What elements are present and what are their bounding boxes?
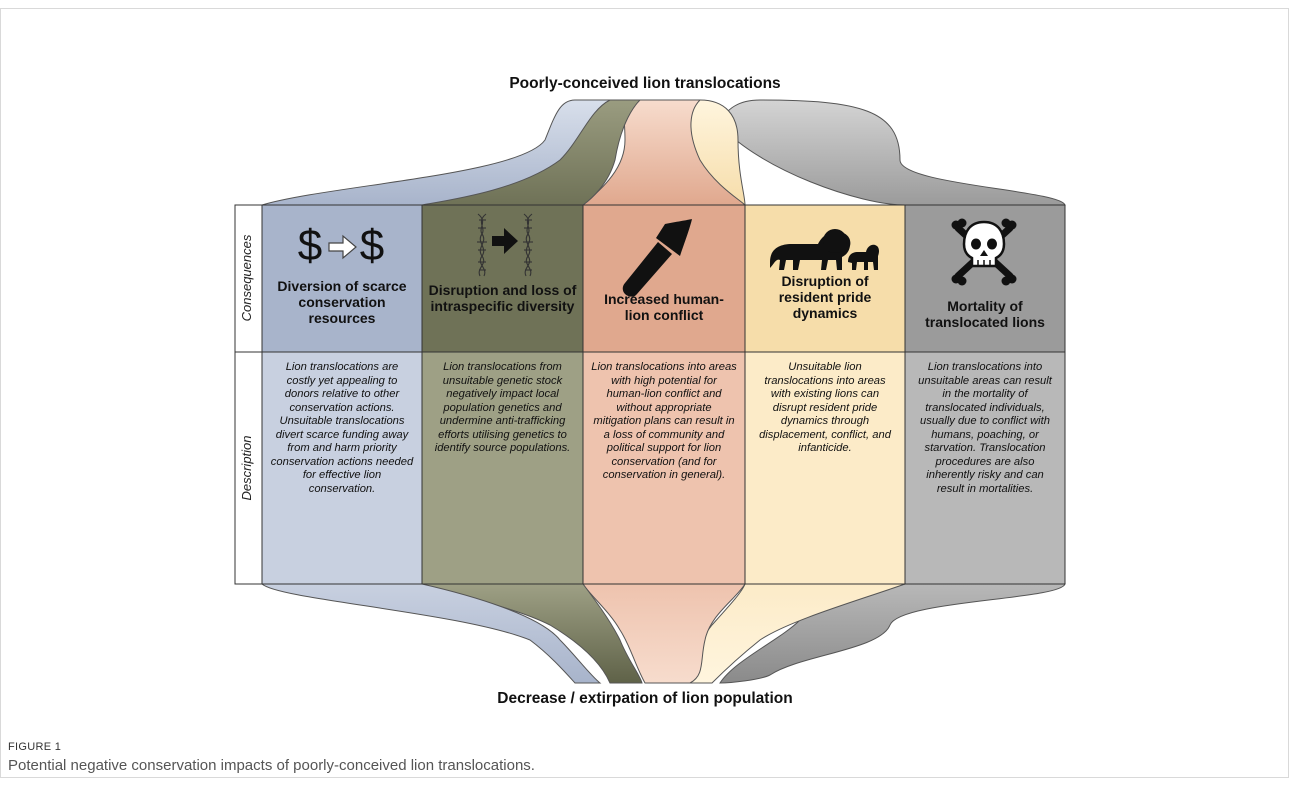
column-description: Lion translocations from unsuitable gene… xyxy=(434,361,571,454)
dna-arrow-icon xyxy=(477,213,533,277)
dna-arrow-shape xyxy=(492,228,518,254)
column-mortality: Mortality of translocated lions Lion tra… xyxy=(905,0,1065,584)
spear-icon xyxy=(622,219,692,297)
col-pride-header xyxy=(744,204,906,353)
column-diversity: Disruption and loss of intraspecific div… xyxy=(422,0,583,584)
svg-text:$: $ xyxy=(360,221,384,270)
svg-text:$: $ xyxy=(298,221,322,270)
column-description: Unsuitable lion translocations into area… xyxy=(759,361,891,454)
column-description: Lion translocations into areas with high… xyxy=(591,361,737,481)
column-pride: Disruption of resident pride dynamics Un… xyxy=(745,0,905,584)
column-resources: Diversion of scarce conservation resourc… xyxy=(262,0,422,584)
bottom-funnel-salmon xyxy=(582,583,746,684)
bottom-funnel-yellow xyxy=(684,583,906,684)
row-label-boxes xyxy=(234,204,263,585)
bottom-funnel xyxy=(260,583,1066,684)
column-heading: Increased human-lion conflict xyxy=(604,291,724,323)
skull-crossbones-icon xyxy=(951,218,1017,286)
row-label-description: Description xyxy=(239,435,254,501)
figure-label: FIGURE 1 xyxy=(8,741,62,753)
diagram-top-title: Poorly-conceived lion translocations xyxy=(509,75,781,92)
col-pride-body xyxy=(744,351,906,585)
column-heading: Diversion of scarce conservation resourc… xyxy=(277,278,407,326)
column-conflict: Increased human-lion conflict Lion trans… xyxy=(583,0,745,584)
column-heading: Mortality of translocated lions xyxy=(925,298,1045,330)
diagram-bottom-title: Decrease / extirpation of lion populatio… xyxy=(497,690,793,707)
row-label-box-consequences xyxy=(234,204,263,353)
column-panels xyxy=(261,204,1066,585)
col-mortality-body xyxy=(904,351,1066,585)
top-funnel xyxy=(261,99,1066,206)
column-heading: Disruption of resident pride dynamics xyxy=(778,273,872,321)
column-description: Lion translocations are costly yet appea… xyxy=(270,361,414,495)
figure-caption: Potential negative conservation impacts … xyxy=(8,757,535,774)
row-label-consequences: Consequences xyxy=(239,234,254,322)
figure-frame xyxy=(0,8,1289,778)
col-conflict-body xyxy=(582,351,746,585)
col-resources-body xyxy=(261,351,423,585)
lion-and-cub-icon xyxy=(770,229,879,270)
column-heading: Disruption and loss of intraspecific div… xyxy=(428,282,577,314)
col-diversity-body xyxy=(421,351,584,585)
row-label-box-description xyxy=(234,351,263,585)
dollar-arrow-dollar-icon: $ $ xyxy=(298,221,384,270)
bottom-funnel-blue xyxy=(260,583,602,684)
column-description: Lion translocations into unsuitable area… xyxy=(918,361,1052,495)
